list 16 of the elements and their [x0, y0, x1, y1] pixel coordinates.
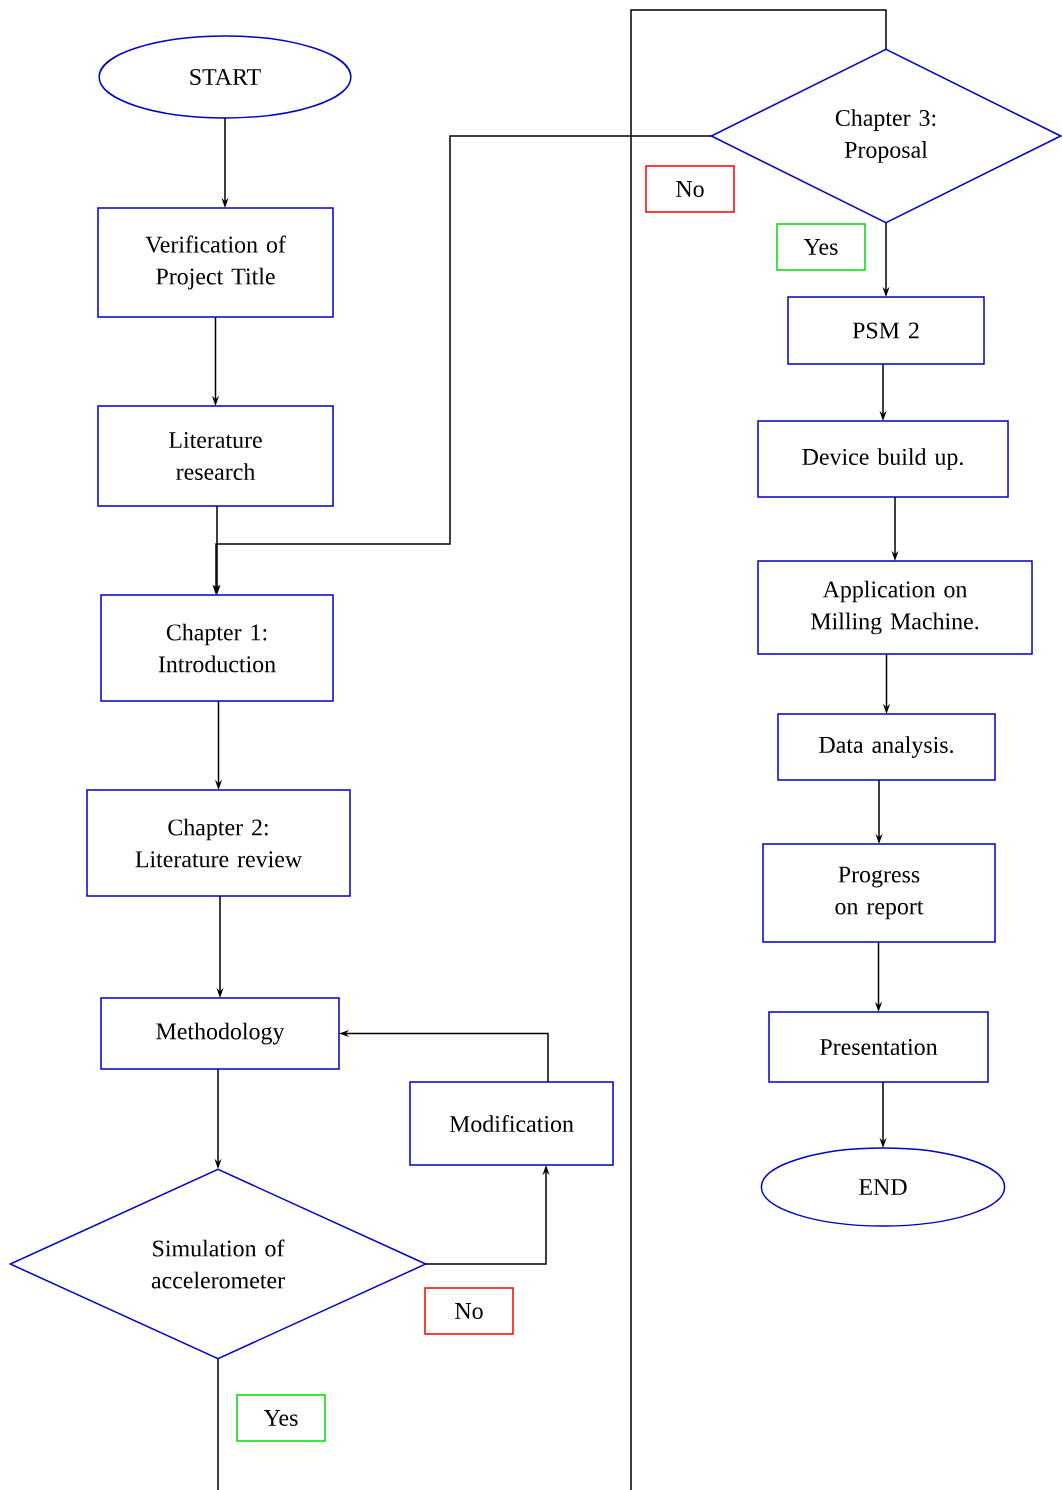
- process-box: Verification of Project Title: [97, 207, 334, 318]
- process-box: Modification: [409, 1081, 614, 1166]
- process-box: Application on Milling Machine.: [757, 560, 1033, 655]
- process-box: Chapter 1: Introduction: [100, 594, 334, 702]
- process-box: Methodology: [100, 997, 340, 1070]
- process-box: PSM 2: [787, 296, 985, 365]
- process-box: Literature research: [97, 405, 334, 507]
- edge-label: No: [645, 165, 735, 213]
- process-box: Chapter 2: Literature review: [86, 789, 351, 897]
- edge-label: Yes: [236, 1394, 326, 1442]
- process-box: Device build up.: [757, 420, 1009, 498]
- process-box: Progress on report: [762, 843, 996, 943]
- edge-label: Yes: [776, 223, 866, 271]
- edge-label: No: [424, 1287, 514, 1335]
- process-box: Data analysis.: [777, 713, 996, 781]
- process-box: Presentation: [768, 1011, 989, 1083]
